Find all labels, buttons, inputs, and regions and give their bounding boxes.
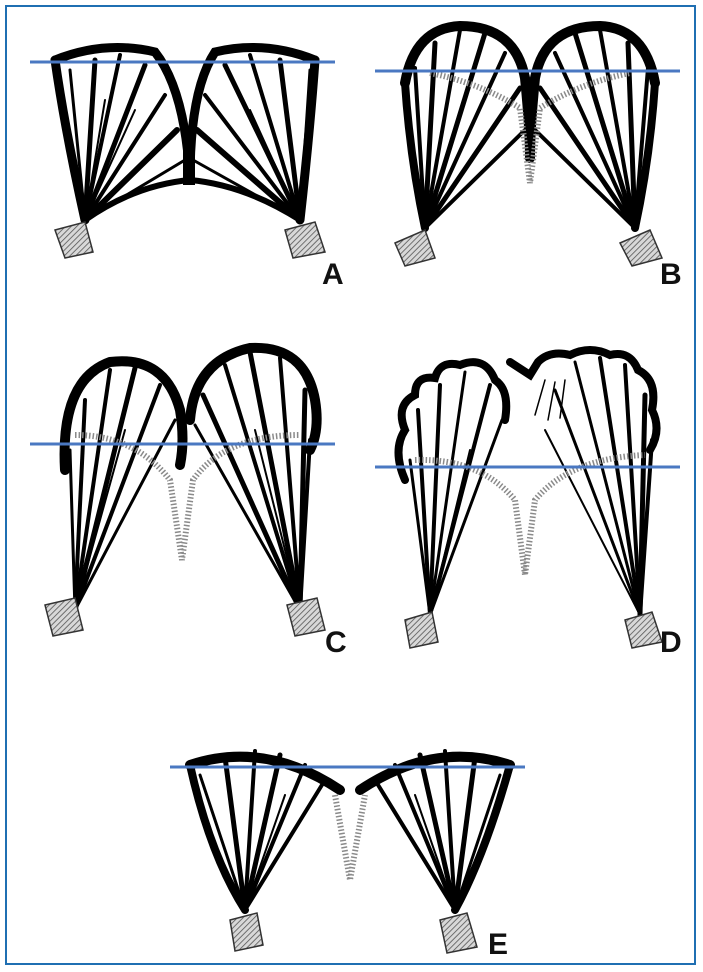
panel-c-left-leaflet bbox=[65, 361, 183, 610]
panel-c-diagram bbox=[25, 340, 345, 640]
panel-e-label: E bbox=[488, 930, 508, 960]
panel-a-label: A bbox=[322, 260, 344, 290]
panel-b-right-leaflet bbox=[530, 26, 655, 228]
panel-e-left-leaflet bbox=[190, 751, 340, 910]
panel-d-left-papillary-muscle bbox=[405, 612, 438, 648]
panel-b-diagram bbox=[370, 18, 690, 268]
panel-d-left-leaflet bbox=[399, 362, 507, 615]
panel-b-left-leaflet bbox=[405, 26, 530, 228]
panel-e-right-leaflet bbox=[360, 751, 510, 910]
panel-e-right-papillary-muscle bbox=[440, 913, 477, 953]
panel-c-right-papillary-muscle bbox=[287, 598, 325, 636]
panel-c-label: C bbox=[325, 628, 347, 658]
panel-e-diagram bbox=[165, 735, 535, 965]
panel-a-right-leaflet bbox=[190, 48, 315, 221]
panel-d-right-papillary-muscle bbox=[625, 612, 662, 648]
panel-a-coaptation-tip bbox=[183, 135, 195, 185]
panel-c-right-leaflet bbox=[190, 348, 317, 610]
panel-a-right-papillary-muscle bbox=[285, 222, 325, 258]
panel-b-right-papillary-muscle bbox=[620, 230, 662, 266]
panel-e-dotted-tissue bbox=[335, 795, 365, 880]
panel-a-left-papillary-muscle bbox=[55, 222, 93, 258]
panel-a-left-leaflet bbox=[55, 48, 190, 221]
panel-d-right-leaflet bbox=[510, 350, 657, 615]
panel-e-left-papillary-muscle bbox=[230, 913, 263, 951]
panel-d-label: D bbox=[660, 628, 682, 658]
panel-a-diagram bbox=[25, 40, 345, 270]
panel-b-label: B bbox=[660, 260, 682, 290]
panel-b-left-papillary-muscle bbox=[395, 230, 435, 266]
panel-d-diagram bbox=[370, 340, 690, 650]
